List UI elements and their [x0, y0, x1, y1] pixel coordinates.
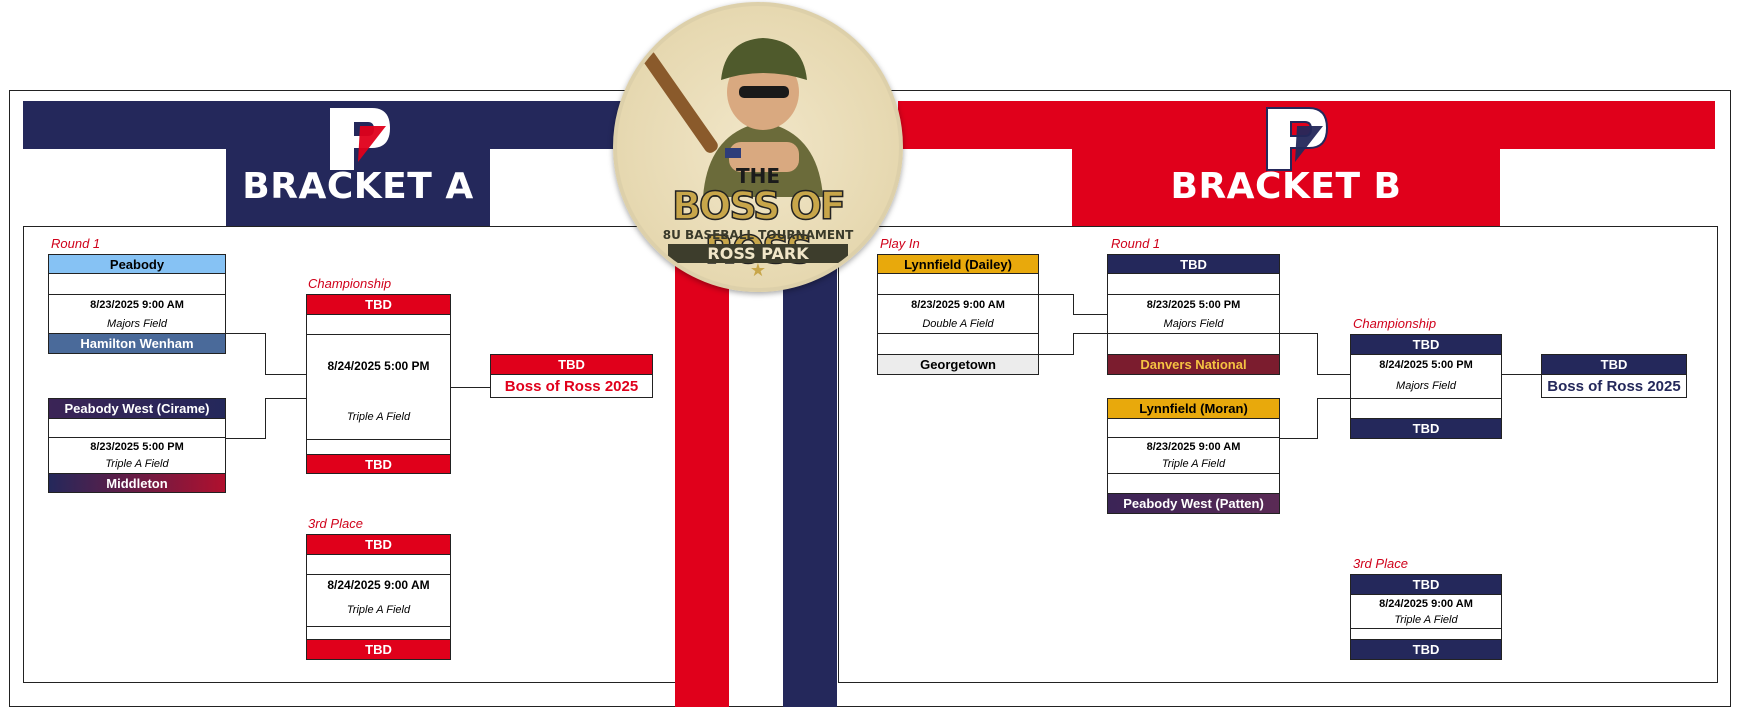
connector-line [1317, 398, 1318, 439]
game-datetime: 8/24/2025 5:00 PM [1350, 354, 1502, 375]
team-hamilton-wenham[interactable]: Hamilton Wenham [48, 333, 226, 354]
bracket-b-frame [838, 226, 1718, 683]
connector-line [1280, 438, 1318, 439]
third-team1[interactable]: TBD [306, 534, 451, 555]
spacer-cell [1107, 473, 1280, 494]
game-field: Majors Field [1350, 374, 1502, 399]
bracket-a-title: BRACKET A [242, 166, 474, 207]
team-georgetown[interactable]: Georgetown [877, 354, 1039, 375]
connector-line [226, 438, 266, 439]
game-field: Triple A Field [1350, 611, 1502, 629]
spacer-cell [1107, 273, 1280, 295]
game-datetime: 8/23/2025 5:00 PM [48, 437, 226, 455]
champ-team1[interactable]: TBD [306, 294, 451, 315]
bracket-b-playin-label: Play In [880, 236, 920, 251]
bracket-b-3rd-place-label: 3rd Place [1353, 556, 1408, 571]
connector-line [1039, 354, 1074, 355]
spacer-cell [306, 314, 451, 335]
game-datetime: 8/23/2025 9:00 AM [1107, 437, 1280, 455]
game-field: Majors Field [48, 314, 226, 334]
connector-line [1317, 398, 1352, 399]
spacer-cell [48, 273, 226, 295]
spacer-cell [48, 418, 226, 438]
peabody-p-logo-icon [1266, 107, 1329, 171]
connector-line [265, 374, 307, 375]
connector-line [1073, 294, 1074, 315]
spacer-cell [877, 333, 1039, 355]
winner-title: Boss of Ross 2025 [490, 374, 653, 398]
connector-line [265, 398, 266, 439]
logo-ross-park: ROSS PARK [668, 244, 848, 263]
third-team1[interactable]: TBD [1350, 574, 1502, 595]
logo-subtitle: 8U BASEBALL TOURNAMENT [662, 228, 854, 242]
connector-line [1317, 374, 1352, 375]
game-field: Triple A Field [48, 454, 226, 474]
spacer-cell [1107, 418, 1280, 438]
connector-line [265, 333, 266, 375]
connector-line [451, 387, 491, 388]
game-datetime: 8/23/2025 9:00 AM [877, 294, 1039, 315]
team-peabody-west-patten[interactable]: Peabody West (Patten) [1107, 493, 1280, 514]
connector-line [1073, 333, 1108, 334]
connector-line [1039, 294, 1074, 295]
champ-team2[interactable]: TBD [306, 454, 451, 474]
champ-team1[interactable]: TBD [1350, 334, 1502, 355]
bracket-a-championship-label: Championship [308, 276, 392, 291]
spacer-cell [306, 554, 451, 575]
game-datetime: 8/24/2025 9:00 AM [306, 574, 451, 594]
bracket-a-3rd-place-label: 3rd Place [308, 516, 363, 531]
game-field: Majors Field [1107, 314, 1280, 334]
connector-line [226, 333, 266, 334]
game-field: Triple A Field [306, 395, 451, 440]
logo-the: THE [735, 164, 781, 188]
third-team2[interactable]: TBD [1350, 639, 1502, 660]
bracket-b-round1-label: Round 1 [1111, 236, 1161, 251]
connector-line [1073, 314, 1108, 315]
game-datetime: 8/24/2025 9:00 AM [1350, 594, 1502, 612]
boss-of-ross-logo: THE BOSS OF ROSS 8U BASEBALL TOURNAMENT … [613, 2, 903, 292]
bracket-b-championship-label: Championship [1353, 316, 1437, 331]
bracket-a-round1-label: Round 1 [51, 236, 101, 251]
center-stripe-navy [783, 226, 837, 707]
game-field: Double A Field [877, 314, 1039, 334]
soldier-mascot-icon [642, 38, 823, 197]
spacer-cell [1350, 398, 1502, 419]
champ-team2[interactable]: TBD [1350, 418, 1502, 439]
bracket-b-title: BRACKET B [1170, 166, 1402, 207]
team-lynnfield-dailey[interactable]: Lynnfield (Dailey) [877, 254, 1039, 274]
winner-team[interactable]: TBD [490, 354, 653, 375]
spacer-cell [1107, 333, 1280, 355]
winner-team[interactable]: TBD [1541, 354, 1687, 375]
team-peabody[interactable]: Peabody [48, 254, 226, 274]
connector-line [1317, 333, 1318, 375]
center-stripe-red [675, 226, 729, 707]
game-datetime: 8/23/2025 9:00 AM [48, 294, 226, 315]
spacer-cell [306, 439, 451, 455]
b-g1-team1[interactable]: TBD [1107, 254, 1280, 274]
game-datetime: 8/23/2025 5:00 PM [1107, 294, 1280, 315]
third-team2[interactable]: TBD [306, 639, 451, 660]
peabody-p-logo-icon [330, 108, 390, 170]
winner-title: Boss of Ross 2025 [1541, 374, 1687, 398]
team-danvers-national[interactable]: Danvers National [1107, 354, 1280, 375]
game-field: Triple A Field [306, 593, 451, 627]
star-icon: ★ [749, 260, 767, 280]
game-datetime: 8/24/2025 5:00 PM [306, 334, 451, 396]
connector-line [1502, 374, 1542, 375]
spacer-cell [306, 626, 451, 640]
connector-line [1073, 333, 1074, 355]
spacer-cell [877, 273, 1039, 295]
game-field: Triple A Field [1107, 454, 1280, 474]
team-lynnfield-moran[interactable]: Lynnfield (Moran) [1107, 398, 1280, 419]
team-peabody-west-cirame[interactable]: Peabody West (Cirame) [48, 398, 226, 419]
team-middleton[interactable]: Middleton [48, 473, 226, 493]
connector-line [265, 398, 307, 399]
connector-line [1280, 333, 1318, 334]
